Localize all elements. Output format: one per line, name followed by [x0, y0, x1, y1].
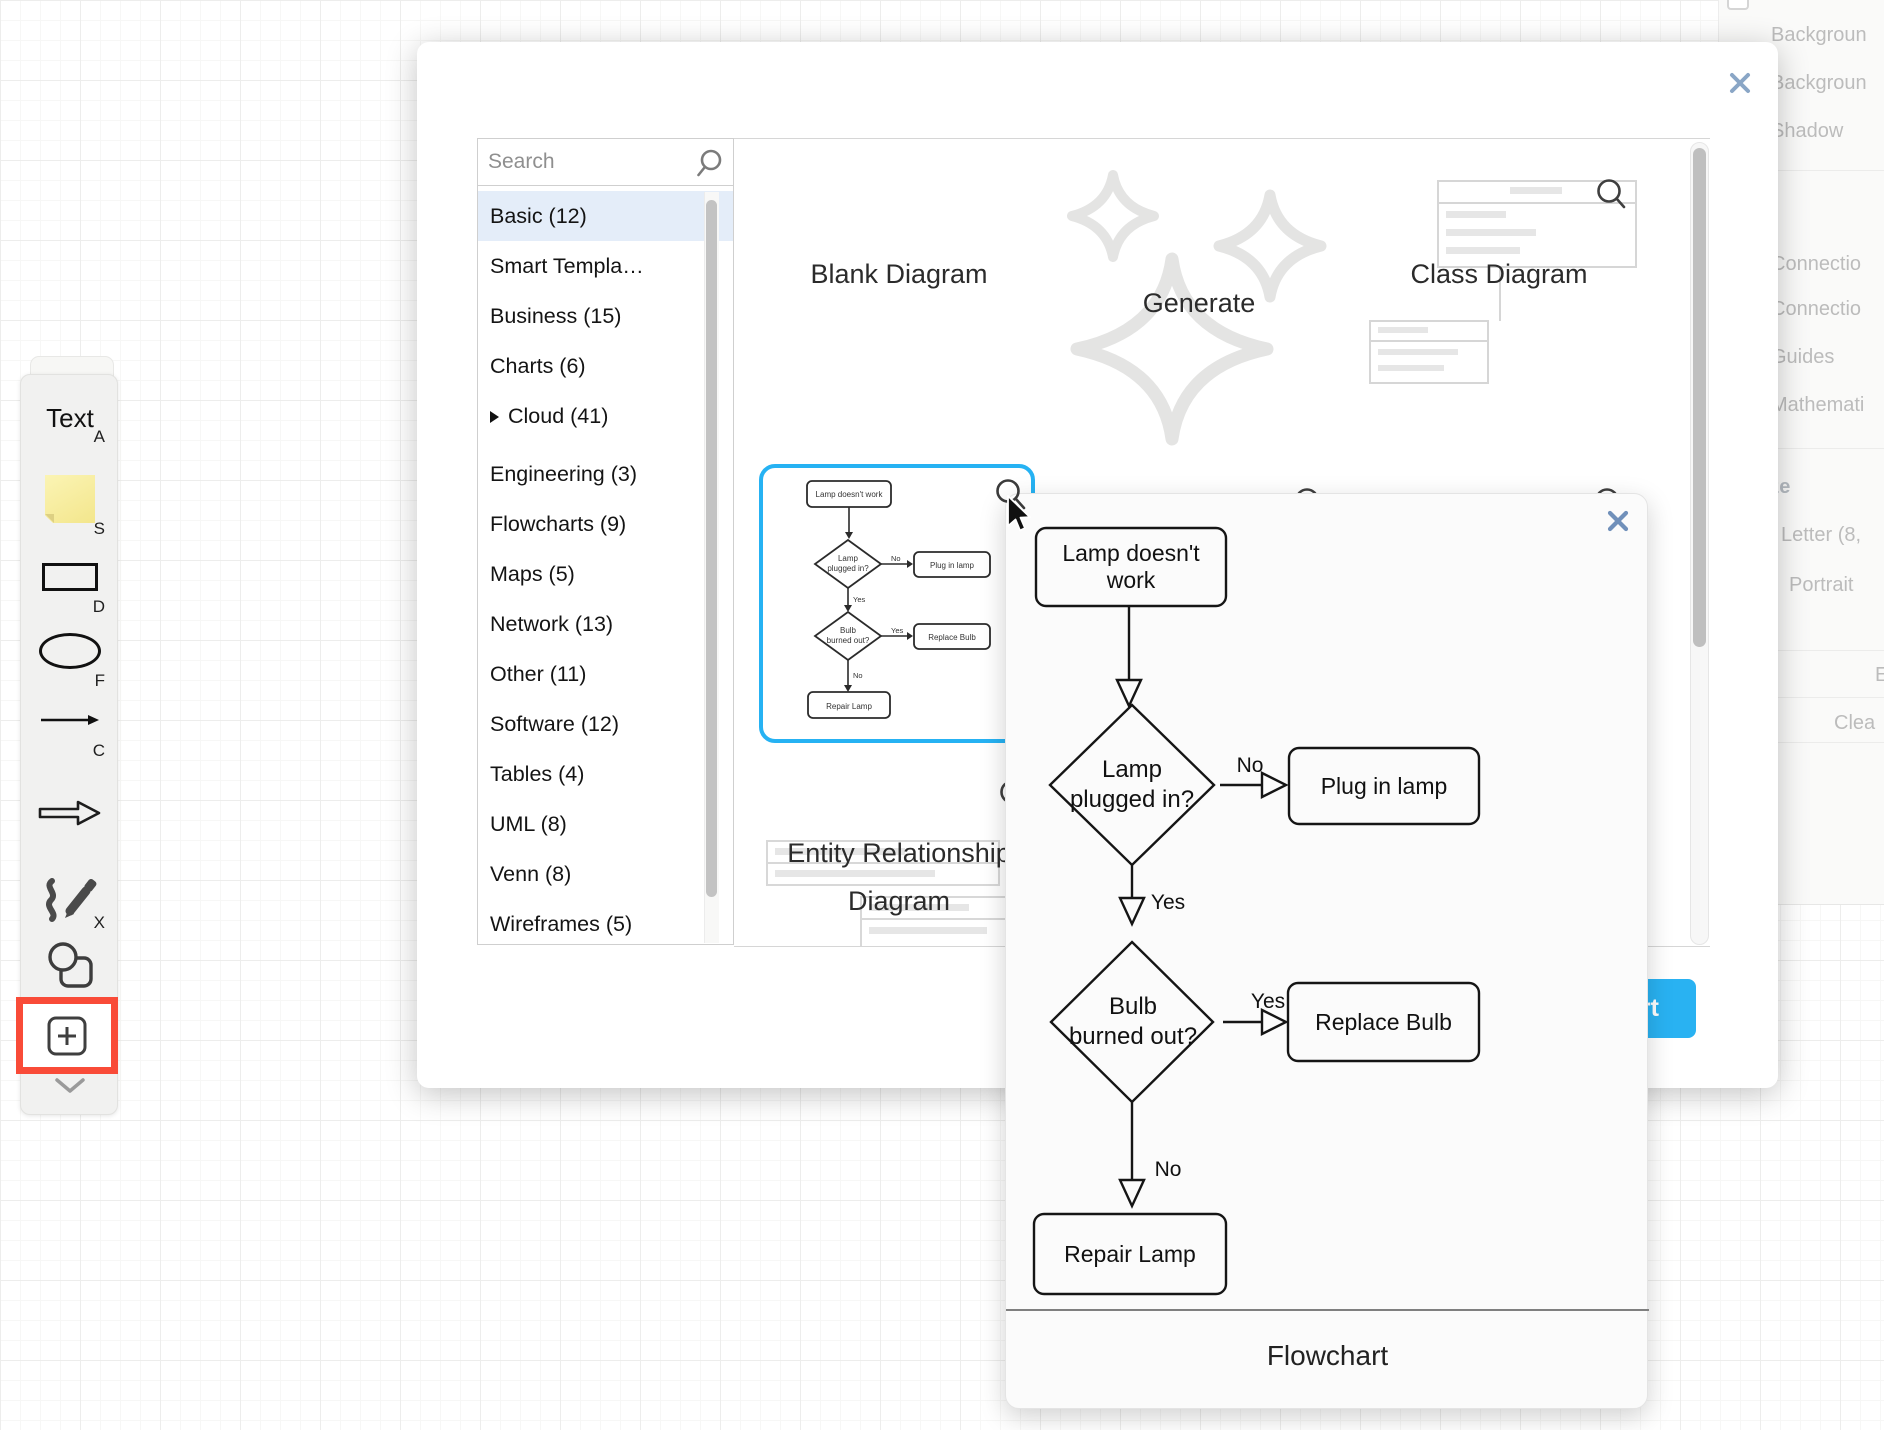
category-maps[interactable]: Maps (5): [490, 562, 575, 586]
svg-text:plugged in?: plugged in?: [827, 564, 869, 573]
category-scrollbar-thumb[interactable]: [706, 200, 717, 897]
category-cloud[interactable]: Cloud (41): [478, 391, 733, 441]
format-row-guides[interactable]: Guides: [1771, 346, 1835, 368]
category-list: Basic (12) Smart Templa… Business (15) C…: [477, 186, 734, 945]
shortcut-label: S: [93, 519, 105, 538]
category-venn[interactable]: Venn (8): [490, 862, 572, 886]
node-replace-bulb: Replace Bulb: [1315, 1008, 1452, 1035]
category-charts[interactable]: Charts (6): [490, 354, 586, 378]
expand-arrow-icon: [490, 411, 499, 423]
freehand-tool[interactable]: [42, 869, 98, 925]
format-row-background-2[interactable]: Backgroun: [1771, 72, 1867, 94]
chevron-down-icon[interactable]: [54, 1077, 86, 1095]
shapes-toolbar: Text A S D F C X: [20, 374, 118, 1115]
template-entity-relationship[interactable]: Entity Relationship Diagram: [787, 838, 1011, 916]
template-blank-diagram[interactable]: Blank Diagram: [810, 259, 988, 289]
svg-text:burned out?: burned out?: [827, 636, 870, 645]
search-box: [477, 138, 734, 186]
arrow-tool[interactable]: [39, 711, 101, 729]
shortcut-label: X: [93, 913, 105, 932]
shortcut-label: C: [92, 741, 105, 760]
divider: [1719, 742, 1884, 743]
rectangle-tool[interactable]: [42, 563, 98, 591]
template-flowchart-selected[interactable]: Lamp doesn't work Lamp plugged in? Plug …: [759, 464, 1035, 743]
sparkles-icon: [1067, 170, 1327, 446]
template-class-diagram[interactable]: Class Diagram: [1410, 259, 1588, 289]
node-repair-lamp: Repair Lamp: [1064, 1240, 1196, 1267]
edge-label-yes: Yes: [1250, 990, 1286, 1013]
category-business[interactable]: Business (15): [490, 304, 622, 328]
divider: [1719, 697, 1884, 698]
paper-orientation-value[interactable]: Portrait: [1789, 574, 1854, 596]
checkbox[interactable]: [1727, 0, 1749, 10]
category-engineering[interactable]: Engineering (3): [490, 462, 638, 486]
ellipse-tool[interactable]: [39, 633, 101, 669]
divider: [1719, 448, 1884, 449]
flowchart-thumbnail: Lamp doesn't work Lamp plugged in? Plug …: [806, 480, 991, 719]
block-arrow-tool[interactable]: [37, 799, 103, 827]
flowchart-drawing: [1032, 526, 1481, 1296]
mouse-cursor: [1007, 495, 1031, 532]
divider: [1719, 170, 1884, 171]
clear-default-style-fragment[interactable]: Clea: [1834, 712, 1876, 734]
divider: [1719, 650, 1884, 651]
edge-label-no: No: [1154, 1158, 1182, 1181]
red-highlight-box: [16, 997, 118, 1074]
category-network[interactable]: Network (13): [490, 612, 614, 636]
template-generate[interactable]: Generate: [1142, 288, 1256, 318]
svg-text:Yes: Yes: [891, 626, 903, 635]
svg-text:Bulb: Bulb: [840, 626, 857, 635]
paper-size-value[interactable]: Letter (8,: [1781, 524, 1862, 546]
shortcut-label: F: [94, 671, 105, 690]
er-diagram-thumb: [766, 840, 1010, 946]
node-plug-in-lamp: Plug in lamp: [1320, 772, 1448, 799]
format-row-background-1[interactable]: Backgroun: [1771, 24, 1867, 46]
svg-text:Lamp: Lamp: [838, 554, 859, 563]
edge-label-yes: Yes: [1150, 891, 1186, 914]
templates-scrollbar-thumb[interactable]: [1693, 148, 1706, 647]
flowchart-preview-popup: Lamp doesn't work Lamp plugged in? No Pl…: [1005, 493, 1649, 1409]
category-software[interactable]: Software (12): [490, 712, 620, 736]
sticky-note-tool[interactable]: [45, 475, 95, 523]
divider: [1006, 1309, 1649, 1311]
edge-label-no: No: [1236, 754, 1264, 777]
zoom-preview-icon[interactable]: [1594, 177, 1628, 213]
category-flowcharts[interactable]: Flowcharts (9): [490, 512, 627, 536]
shortcut-label: A: [93, 427, 105, 446]
svg-text:Plug in lamp: Plug in lamp: [930, 561, 975, 570]
edit-button-fragment[interactable]: E: [1875, 664, 1884, 687]
category-tables[interactable]: Tables (4): [490, 762, 585, 786]
insert-template-tool[interactable]: [46, 1015, 88, 1057]
format-row-connection-points[interactable]: Connectio: [1771, 298, 1862, 320]
svg-text:Yes: Yes: [853, 595, 865, 604]
search-input[interactable]: [486, 142, 691, 182]
class-diagram-thumb: [1369, 180, 1637, 384]
category-smart-templates[interactable]: Smart Templa…: [490, 254, 644, 278]
category-other[interactable]: Other (11): [490, 662, 587, 686]
text-tool[interactable]: Text: [46, 403, 94, 433]
popup-caption: Flowchart: [1266, 1340, 1389, 1371]
format-row-shadow[interactable]: Shadow: [1771, 120, 1844, 142]
close-icon[interactable]: [1607, 510, 1629, 532]
shortcut-label: D: [92, 597, 105, 616]
search-icon: [697, 149, 722, 177]
category-uml[interactable]: UML (8): [490, 812, 567, 836]
shapes-tool[interactable]: [46, 941, 96, 991]
svg-text:No: No: [891, 554, 901, 563]
category-basic[interactable]: Basic (12): [478, 191, 733, 241]
node-question-1: Lamp plugged in?: [1069, 756, 1195, 813]
node-question-2: Bulb burned out?: [1068, 993, 1198, 1050]
svg-text:Replace Bulb: Replace Bulb: [928, 633, 976, 642]
format-row-mathematical[interactable]: Mathemati: [1771, 394, 1865, 416]
close-icon[interactable]: [1729, 72, 1751, 94]
category-wireframes[interactable]: Wireframes (5): [490, 912, 633, 936]
node-start: Lamp doesn't work: [1062, 540, 1200, 593]
svg-text:Lamp doesn't work: Lamp doesn't work: [816, 490, 884, 499]
svg-text:No: No: [853, 671, 863, 680]
svg-text:Repair Lamp: Repair Lamp: [826, 702, 872, 711]
format-row-connection-arrows[interactable]: Connectio: [1771, 253, 1862, 275]
